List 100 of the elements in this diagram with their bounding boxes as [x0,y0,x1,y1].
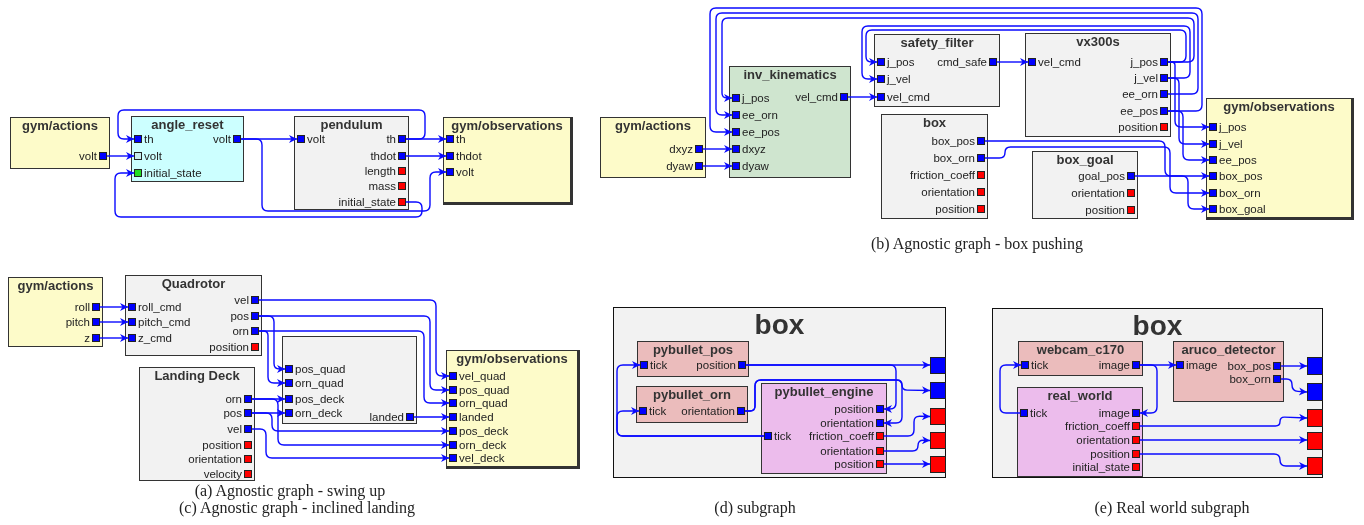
port: j_vel [1134,72,1168,84]
block [1025,33,1171,137]
port: dyaw [666,160,703,172]
arrow [1139,364,1158,417]
port: dyaw [732,160,769,172]
output-port-square [930,456,946,473]
arrow [984,140,1210,180]
arrow [984,146,1210,197]
port: th [386,133,406,145]
port: vel [234,294,259,306]
port: tick [639,405,667,417]
port: ee_orn [732,109,778,121]
output-port-square [930,382,946,399]
arrow [251,428,450,462]
port: vel_deck [449,452,505,464]
arrow [99,303,129,311]
port: j_vel [877,73,911,85]
arrow [1167,61,1210,131]
arrow [1167,77,1210,148]
port: mass [368,180,406,192]
port: volt [297,133,325,145]
port: position [202,439,252,451]
port: volt [79,150,107,162]
port: volt [134,150,162,162]
caption: (d) subgraph [714,498,796,518]
arrow [715,12,1199,119]
caption: (e) Real world subgraph [1094,498,1250,518]
port: position [209,341,259,353]
arrow [117,109,426,143]
output-port-square [1307,432,1323,450]
panel-title: box [1132,309,1183,343]
block [139,367,255,481]
arrow [865,29,1187,66]
arrow [616,407,765,437]
port: box_pos [1209,170,1263,182]
port: roll_cmd [128,301,182,313]
port: j_pos [1130,56,1168,68]
arrow [405,152,447,160]
port: tick [764,430,792,442]
caption: (b) Agnostic graph - box pushing [871,234,1083,254]
block-title: gym/observations [1223,99,1335,115]
port: ee_orn [1122,88,1168,100]
port: pitch_cmd [128,316,191,328]
port: landed [449,411,494,423]
arrow [996,58,1029,66]
port: tick [640,359,668,371]
block [443,117,573,205]
output-port-square [930,357,946,374]
arrow [99,318,129,326]
port: orientation [820,417,884,429]
arrow [251,412,450,435]
block [131,116,244,182]
port: orientation [921,186,985,198]
port: th [446,133,466,145]
port: box_pos [1227,360,1281,372]
port: vel_cmd [1028,56,1081,68]
arrow [1139,453,1308,470]
block [8,277,103,347]
port: orn_deck [449,439,507,451]
port: pos_deck [449,425,509,437]
port: ee_pos [1209,154,1257,166]
block-title: real_world [1047,388,1113,404]
block [1032,151,1138,219]
port: orn [225,393,252,405]
arrow [1139,413,1308,427]
arrow [883,436,931,452]
block [881,114,988,219]
port: orientation [681,405,745,417]
port: dxyz [669,143,703,155]
block [446,350,580,469]
port: image [1098,407,1140,419]
port: cmd_safe [937,56,997,68]
port: vel_quad [449,370,506,382]
port: box_orn [1209,187,1261,199]
port: tick [1020,407,1048,419]
port: initial_state [1072,461,1140,473]
port: velocity [203,468,252,480]
block-title: box_goal [1056,152,1114,168]
port: roll [74,301,100,313]
block [282,336,417,424]
port: box_orn [933,152,985,164]
output-port-square [1307,457,1323,475]
port: initial_state [134,167,202,179]
port: friction_coeff [910,169,985,181]
arrow [883,412,931,437]
port: position [1090,448,1140,460]
port: volt [446,166,474,178]
port: j_vel [1209,138,1243,150]
block-title: Landing Deck [154,368,240,384]
block-title: gym/actions [22,118,98,134]
arrow [258,330,286,387]
port: orientation [1076,434,1140,446]
arrow [721,17,1195,102]
block [1018,341,1143,376]
output-port-square [1307,357,1323,375]
block [636,386,748,423]
block-title: box [922,115,947,131]
port: pos_quad [285,363,346,375]
port: initial_state [338,196,406,208]
block-title: vx300s [1076,34,1120,50]
